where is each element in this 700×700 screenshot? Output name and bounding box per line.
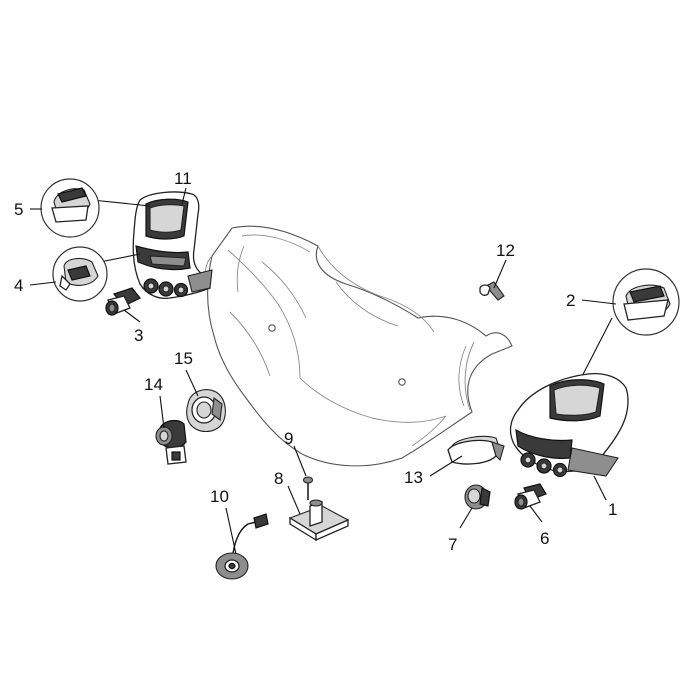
bulb-pin	[479, 281, 505, 301]
right-small-switch	[514, 483, 547, 510]
left-switch-housing	[132, 191, 213, 300]
callout-6: 6	[540, 529, 549, 548]
callout-9: 9	[284, 429, 293, 448]
callout-5: 5	[14, 200, 23, 219]
switch-button-detail-bubble	[40, 178, 151, 238]
leader-lines	[29, 187, 617, 555]
cover-plate	[447, 435, 505, 465]
callout-4: 4	[14, 276, 23, 295]
callout-7: 7	[448, 535, 457, 554]
handlebar-cover-outline	[204, 225, 513, 467]
callout-8: 8	[274, 469, 283, 488]
left-small-switch	[105, 287, 141, 316]
callout-14: 14	[144, 375, 163, 394]
screw	[302, 476, 314, 500]
right-switch-housing	[509, 372, 629, 478]
sensor-with-cable	[215, 513, 269, 580]
callout-13: 13	[404, 468, 423, 487]
bracket	[288, 499, 350, 542]
knob	[464, 484, 491, 510]
callout-1: 1	[608, 500, 617, 519]
callout-2: 2	[566, 291, 575, 310]
ignition-switch	[155, 419, 187, 465]
callout-10: 10	[210, 487, 229, 506]
switch-detail-bubble	[52, 246, 141, 302]
callout-15: 15	[174, 349, 193, 368]
callout-11: 11	[174, 169, 192, 188]
callout-numbers: 11 5 4 3 12 2 15 14 9 8 13 10 7 6 1	[14, 169, 617, 554]
ring-cover	[186, 389, 226, 433]
callout-12: 12	[496, 241, 515, 260]
callout-3: 3	[134, 326, 143, 345]
right-button-detail-bubble	[575, 268, 680, 389]
